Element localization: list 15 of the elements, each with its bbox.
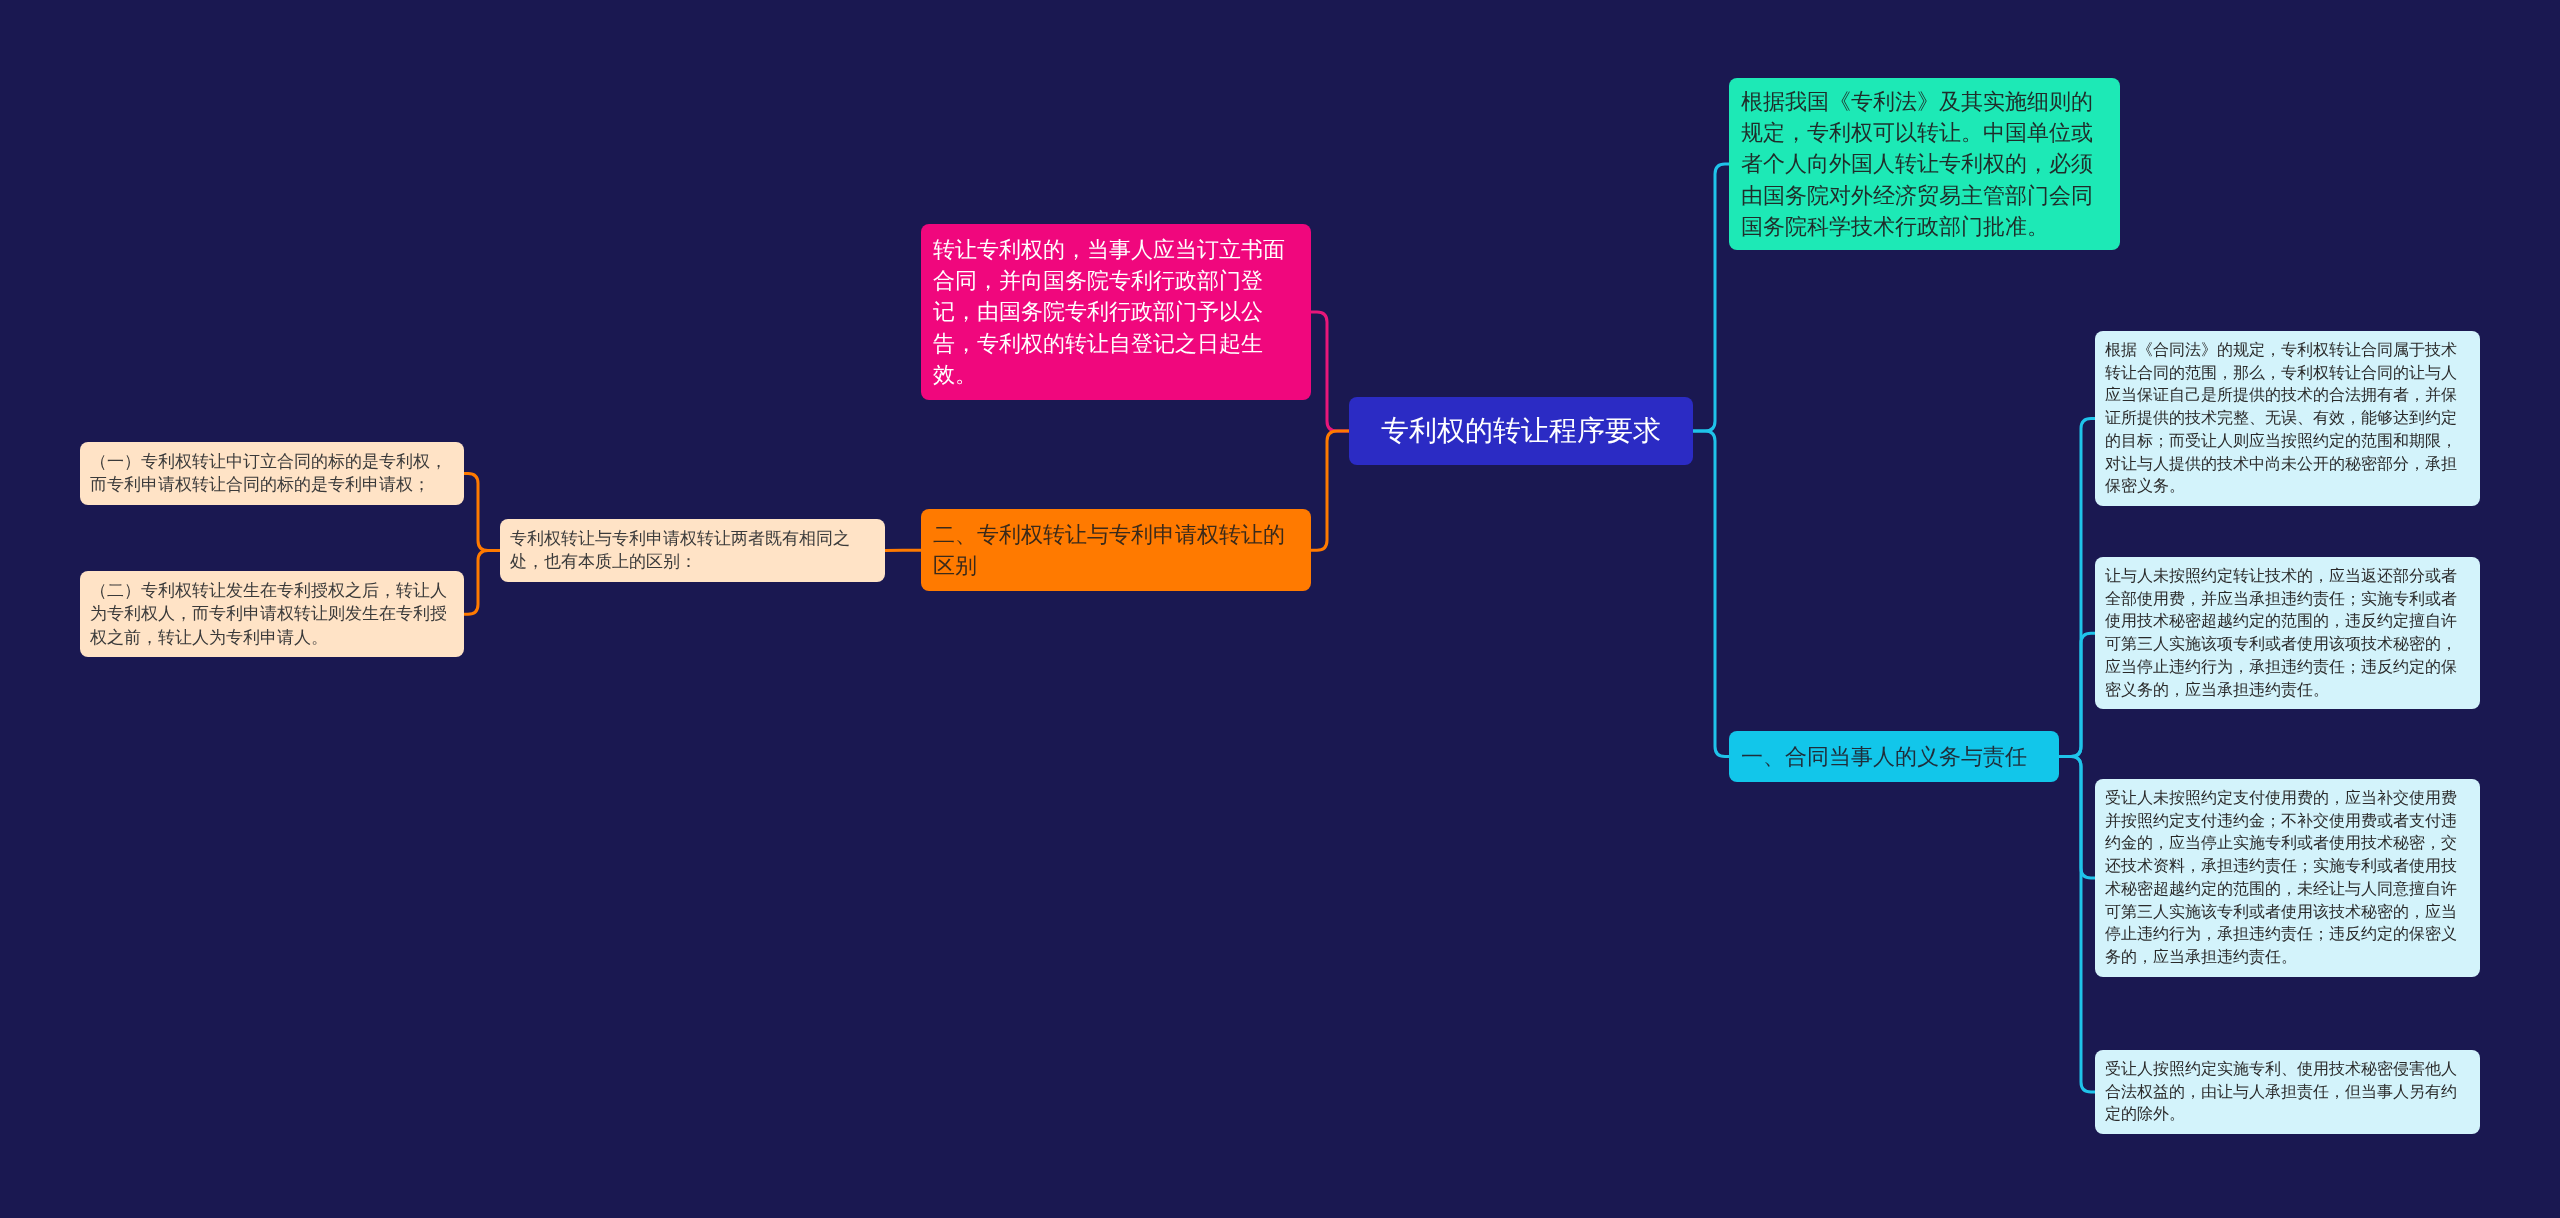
topic-box: 一、合同当事人的义务与责任 xyxy=(1729,731,2059,783)
topic-box: 二、专利权转让与专利申请权转让的区别 xyxy=(921,509,1311,592)
subtopic-box: 受让人未按照约定支付使用费的，应当补交使用费并按照约定支付违约金；不补交使用费或者支付违约金的，应当停止实施专利或者使用技术秘密，交还技术资料，承担违约责任；实施专利或者使用技术秘密超越约定的范围的，未经让与人同意擅自许可第三人实施该专利或者使用该技术秘密的，应当停止违约行为，承担违约责任；违反约定的保密义务的，应当承担违约责任。 xyxy=(2095,779,2480,977)
subtopic-box: 让与人未按照约定转让技术的，应当返还部分或者全部使用费，并应当承担违约责任；实施专利或者使用技术秘密超越约定的范围的，违反约定擅自许可第三人实施该项专利或者使用该项技术秘密的，应当停止违约行为，承担违约责任；违反约定的保密义务的，应当承担违约责任。 xyxy=(2095,557,2480,710)
connector-line xyxy=(885,548,921,552)
topic-box: 根据我国《专利法》及其实施细则的规定，专利权可以转让。中国单位或者个人向外国人转让专利权的，必须由国务院对外经济贸易主管部门会同国务院科学技术行政部门批准。 xyxy=(1729,78,2120,251)
root-topic-box: 专利权的转让程序要求 xyxy=(1349,397,1693,465)
connector-line xyxy=(464,548,500,616)
subtopic-box: 受让人按照约定实施专利、使用技术秘密侵害他人合法权益的，由让与人承担责任，但当事人另有约定的除外。 xyxy=(2095,1050,2480,1135)
topic-box: 转让专利权的，当事人应当订立书面合同，并向国务院专利行政部门登记，由国务院专利行政部门予以公告，专利权的转让自登记之日起生效。 xyxy=(921,224,1311,401)
subtopic-box: （一）专利权转让中订立合同的标的是专利权，而专利申请权转让合同的标的是专利申请权； xyxy=(80,442,464,505)
subtopic-box: （二）专利权转让发生在专利授权之后，转让人为专利权人，而专利申请权转让则发生在专利授权之前，转让人为专利申请人。 xyxy=(80,571,464,658)
subtopic-box: 根据《合同法》的规定，专利权转让合同属于技术转让合同的范围，那么，专利权转让合同的让与人应当保证自己是所提供的技术的合法拥有者，并保证所提供的技术完整、无误、有效，能够达到约定的目标；而受让人则应当按照约定的范围和期限，对让与人提供的技术中尚未公开的秘密部分，承担保密义务。 xyxy=(2095,331,2480,507)
connector-line xyxy=(1311,429,1349,552)
subtopic-box: 专利权转让与专利申请权转让两者既有相同之处，也有本质上的区别： xyxy=(500,519,885,582)
